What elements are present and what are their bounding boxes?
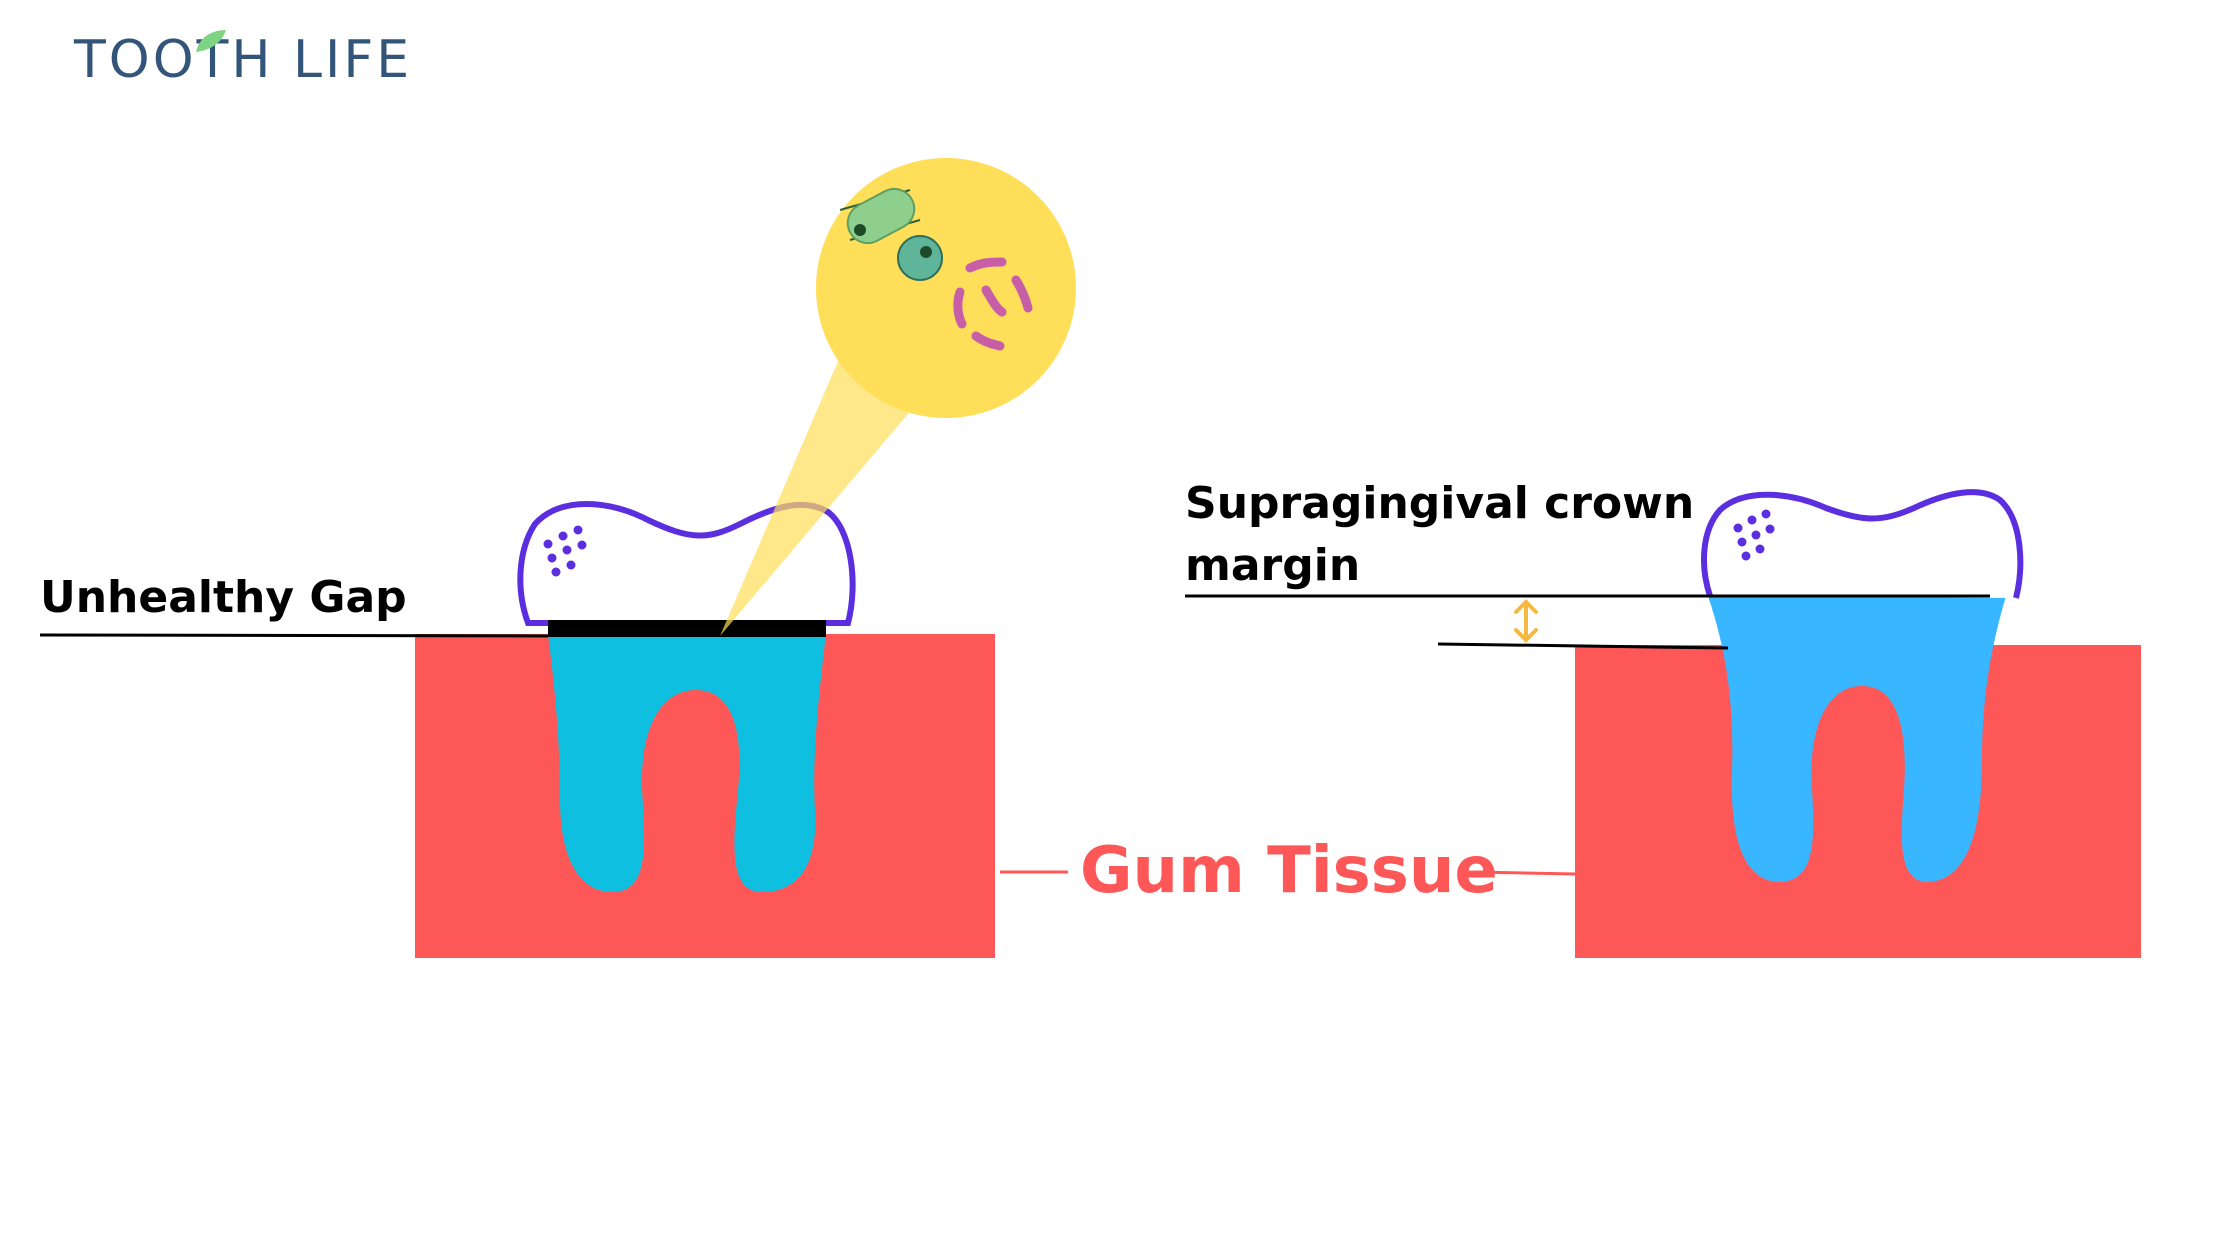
left-tooth-group: Unhealthy Gap bbox=[39, 158, 1076, 958]
logo-text: TOOTH LIFE bbox=[74, 30, 413, 90]
supragingival-label-line1: Supragingival crown bbox=[1185, 478, 1694, 529]
logo-leaf-icon bbox=[196, 30, 226, 52]
gum-tissue-right bbox=[1575, 645, 2141, 958]
right-tooth-group: Supragingival crown margin bbox=[1185, 478, 2141, 958]
crown-dots-right bbox=[1733, 509, 1775, 561]
tooth-root-left bbox=[548, 634, 826, 892]
crown-right bbox=[1701, 489, 2024, 599]
unhealthy-gap-label: Unhealthy Gap bbox=[40, 572, 407, 623]
bacteria-icon bbox=[839, 187, 1033, 351]
gum-leader-right bbox=[1473, 870, 1576, 876]
margin-distance-arrow-icon bbox=[1514, 599, 1538, 643]
logo: TOOTH LIFE bbox=[74, 34, 412, 86]
gum-tissue-label: Gum Tissue bbox=[1080, 834, 1498, 908]
unhealthy-gap-leader bbox=[39, 633, 549, 638]
crown-dots-left bbox=[543, 525, 587, 577]
magnifier-beam bbox=[720, 352, 918, 636]
tooth-root-right bbox=[1708, 596, 2006, 882]
magnifier-circle bbox=[816, 158, 1076, 418]
gum-tissue-callout: Gum Tissue bbox=[1000, 834, 1576, 908]
supragingival-label-line2: margin bbox=[1185, 540, 1360, 591]
gumline-line bbox=[1437, 642, 1729, 650]
unhealthy-gap-bar bbox=[548, 620, 826, 637]
